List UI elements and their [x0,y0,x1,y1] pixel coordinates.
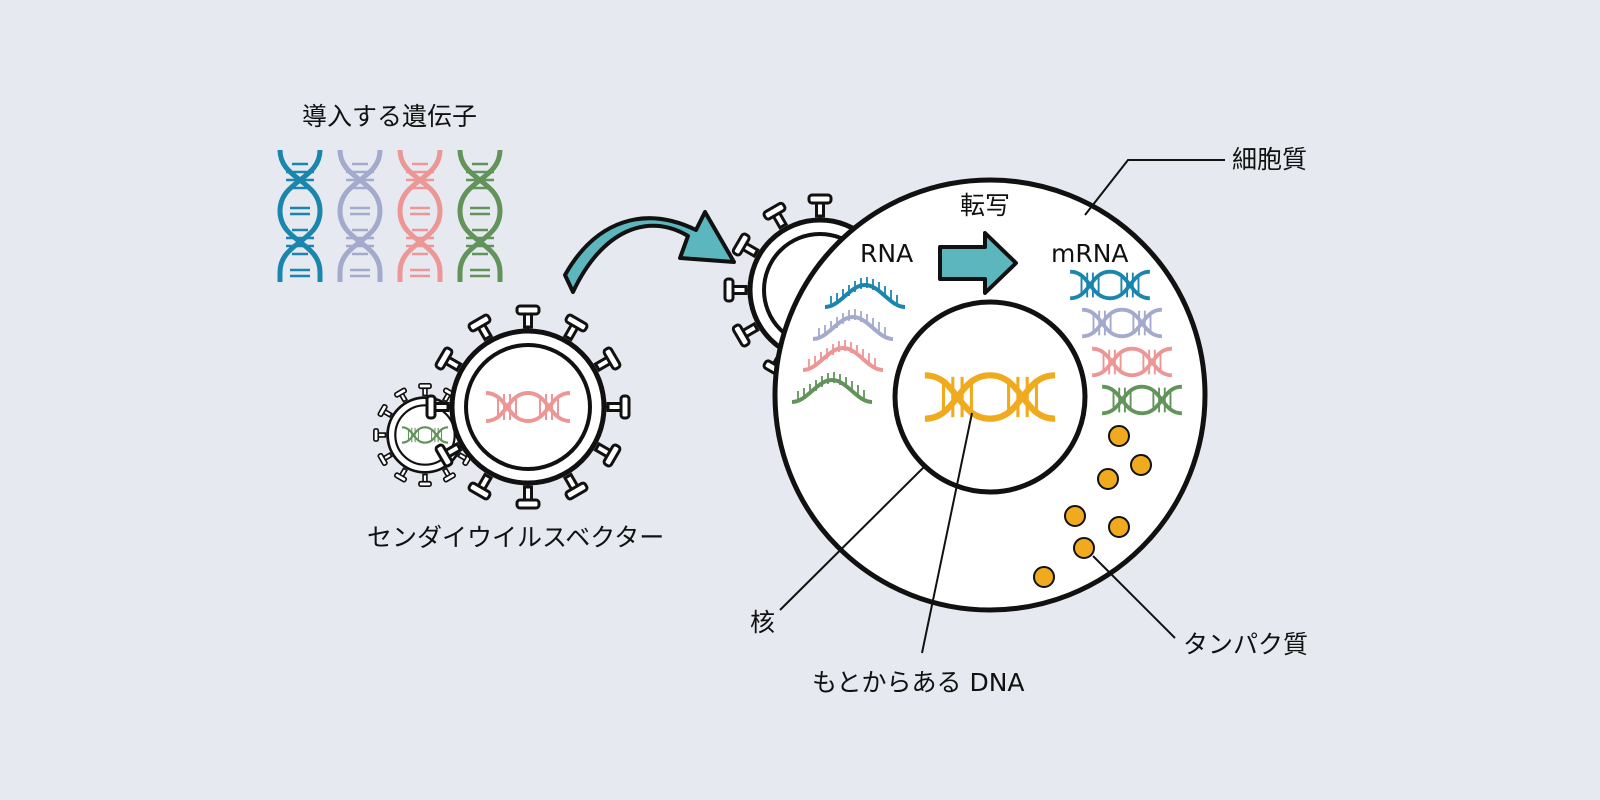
cytoplasm-leader-line [1084,159,1225,216]
protein-dot-icon [1033,566,1055,588]
cell-nucleus [892,299,1088,495]
sendai-vector-label: センダイウイルスベクター [367,523,665,552]
mrna-label: mRNA [1051,239,1129,268]
dna-leader-line [921,412,973,654]
dna-helix-icon [400,150,440,282]
dna-helix-icon [340,150,380,282]
protein-label: タンパク質 [1183,630,1309,659]
protein-dot-icon [1108,425,1130,447]
sendai-virus-large [425,304,631,510]
protein-dots [1033,425,1152,588]
leader-lines [779,159,1225,654]
introduced-genes [280,150,500,282]
protein-dot-icon [1097,468,1119,490]
protein-dot-icon [1064,505,1086,527]
genes-to-introduce-label: 導入する遺伝子 [302,102,478,131]
transcription-label: 転写 [960,191,1011,220]
cytoplasm-label: 細胞質 [1232,145,1308,174]
nucleus-label: 核 [750,608,776,637]
dna-helix-icon [280,150,320,282]
protein-dot-icon [1073,537,1095,559]
protein-dot-icon [1108,516,1130,538]
protein-dot-icon [1130,454,1152,476]
protein-leader-line [1092,555,1176,639]
curved-arrow-icon [563,210,736,294]
dna-helix-icon [460,150,500,282]
rna-label: RNA [860,239,914,268]
original-dna-label: もとからある DNA [812,668,1025,697]
nucleus-leader-line [779,465,926,611]
transcription-arrow-icon [938,231,1018,295]
